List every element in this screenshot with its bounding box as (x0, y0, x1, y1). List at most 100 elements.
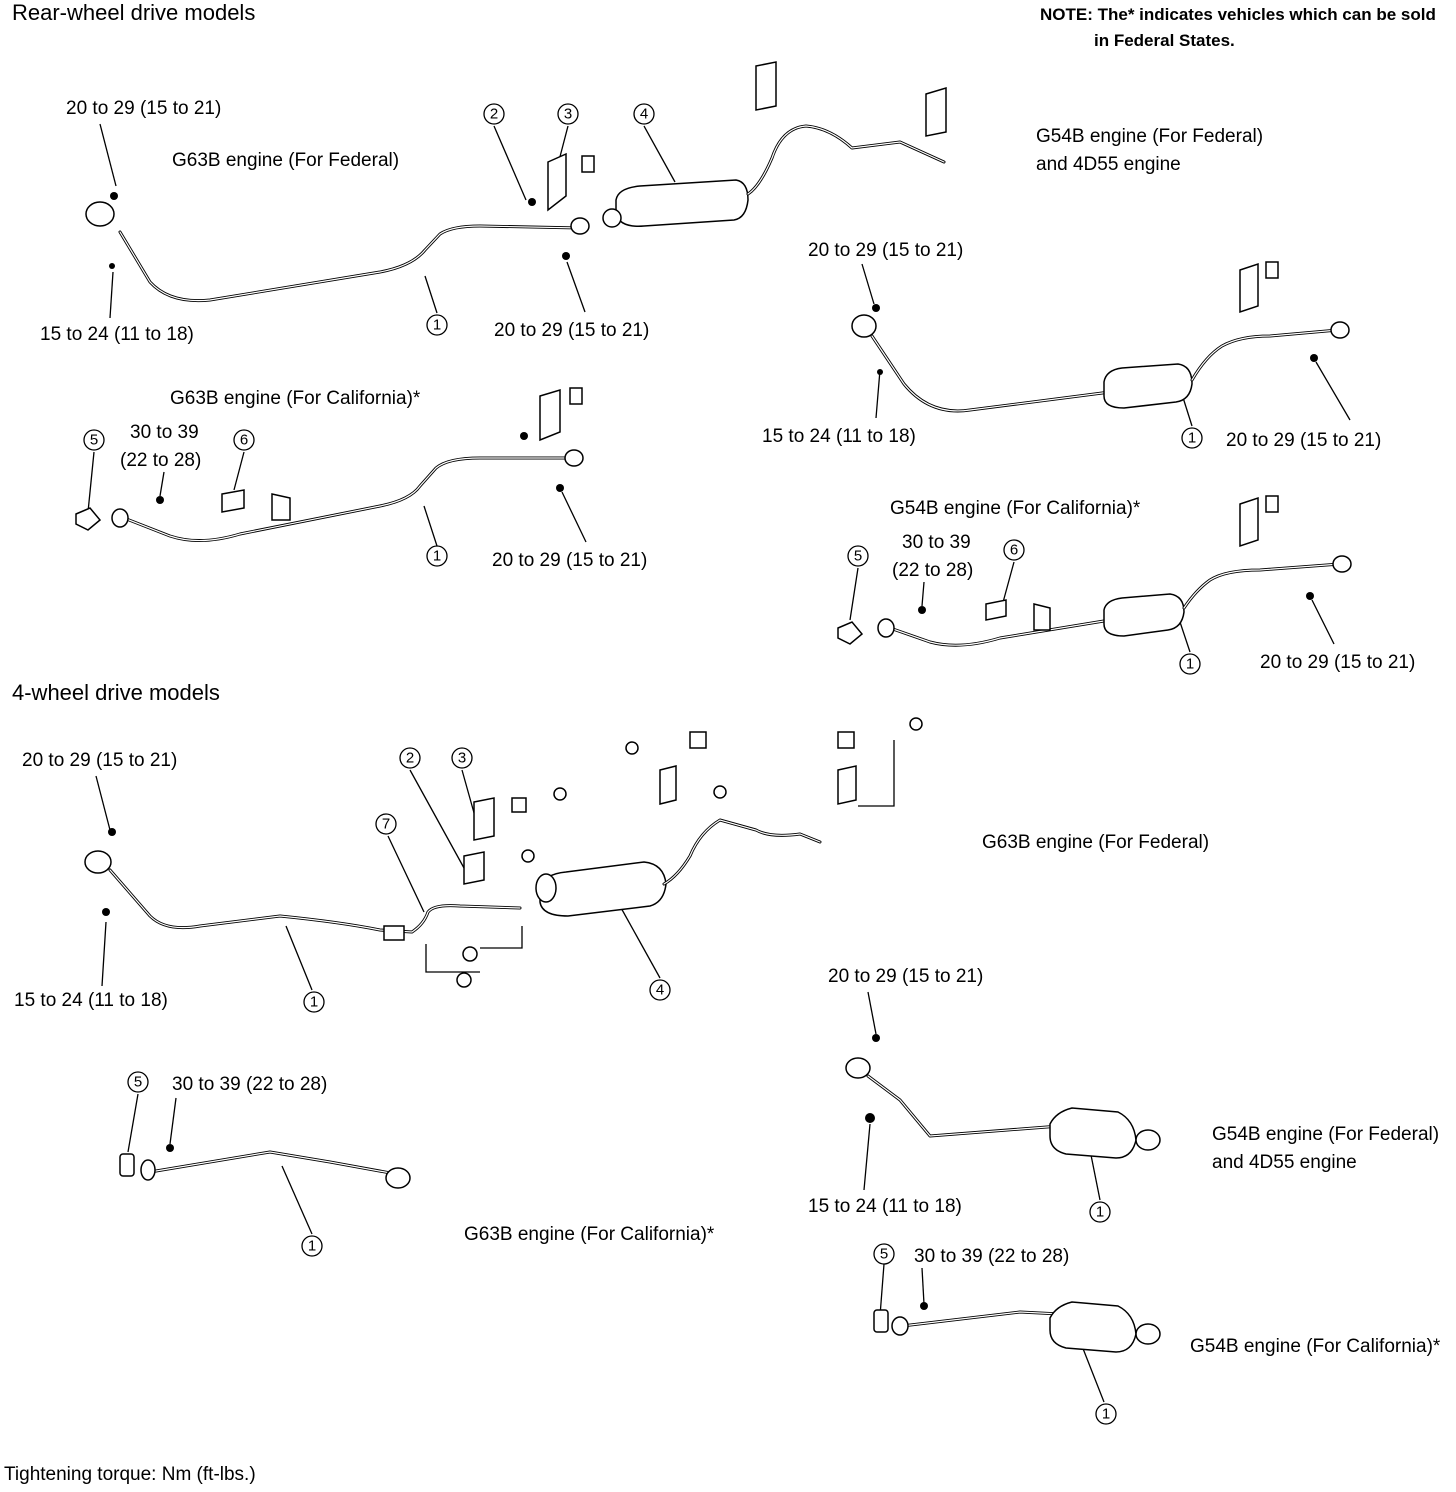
bolt-icon (625, 741, 639, 755)
bolt-icon (562, 252, 570, 260)
front-pipe-highlight (889, 619, 1111, 646)
torque-label: 15 to 24 (11 to 18) (40, 324, 194, 345)
part-number-circle (873, 1243, 895, 1265)
leader-line (169, 1097, 177, 1145)
front-pipe (118, 224, 582, 303)
engine-label: G63B engine (For Federal) (172, 150, 399, 171)
flange (851, 314, 877, 338)
part-number: 1 (433, 548, 441, 565)
hanger-bracket (1239, 262, 1259, 314)
4wd-g54b-california-assembly: G54B engine (For California)* 30 to 39 (… (873, 1243, 1441, 1425)
hanger-bracket (1239, 496, 1259, 548)
tail-hanger-bracket (925, 86, 947, 137)
leader-line (1089, 1149, 1101, 1201)
heat-protector (985, 599, 1007, 621)
leader-line (1179, 621, 1191, 653)
rwd-g54b-california-assembly: G54B engine (For California)* 30 to 39 (… (837, 495, 1415, 675)
bolt-icon (556, 484, 564, 492)
part-number: 5 (880, 1246, 888, 1263)
bolt-icon (1306, 592, 1314, 600)
flange (845, 1057, 871, 1079)
front-pipe-highlight (119, 225, 581, 302)
part-number: 1 (1096, 1204, 1104, 1221)
part-number: 1 (1186, 656, 1194, 673)
torque-label: 20 to 29 (15 to 21) (828, 966, 983, 987)
part-number-circle (83, 429, 105, 451)
bolt-icon (456, 972, 472, 988)
leader-line (861, 263, 875, 305)
part-number: 3 (564, 106, 572, 123)
rubber-hanger (511, 797, 527, 813)
tail-pipe (746, 124, 946, 196)
torque-label: 15 to 24 (11 to 18) (14, 990, 168, 1011)
leader-line (863, 1123, 871, 1191)
bolt-icon (553, 787, 567, 801)
tail-pipe (1182, 562, 1342, 610)
part-number: 4 (656, 982, 664, 999)
torque-label: 20 to 29 (15 to 21) (22, 750, 177, 771)
bolt-icon (462, 946, 478, 962)
part-number: 5 (134, 1074, 142, 1091)
torque-label: (22 to 28) (892, 560, 973, 581)
front-pipe (866, 1074, 1062, 1138)
flange (111, 508, 129, 528)
pipe-end-flange (385, 1167, 411, 1189)
torque-label: 15 to 24 (11 to 18) (808, 1196, 962, 1217)
gasket (837, 621, 864, 645)
muffler-inlet (535, 873, 557, 903)
tail-pipe (662, 818, 822, 886)
gasket (75, 507, 102, 531)
part-number-circle (847, 545, 869, 567)
part-number-circle (426, 545, 448, 567)
tail-pipe-highlight (747, 125, 945, 195)
leader-line (424, 275, 438, 314)
gasket (119, 1153, 135, 1177)
part-number-circle (375, 813, 397, 835)
torque-label: 30 to 39 (22 to 28) (172, 1074, 327, 1095)
engine-label: G63B engine (For Federal) (982, 832, 1209, 853)
torque-label: 20 to 29 (15 to 21) (492, 550, 647, 571)
tail-hanger-bracket (659, 765, 677, 805)
leader-line (480, 926, 523, 949)
leader-line (867, 991, 877, 1035)
torque-label: 30 to 39 (130, 422, 199, 443)
engine-label: and 4D55 engine (1212, 1152, 1357, 1173)
engine-label: G54B engine (For Federal) (1036, 126, 1263, 147)
torque-label: 30 to 39 (22 to 28) (914, 1246, 1069, 1267)
nut-icon (528, 198, 536, 206)
leader-line (87, 451, 95, 513)
torque-label: 30 to 39 (902, 532, 971, 553)
part-number: 1 (310, 994, 318, 1011)
leader-line (95, 775, 111, 831)
part-number-circle (303, 991, 325, 1013)
pipe-end-flange (1330, 321, 1350, 339)
note-line-2: in Federal States. (1094, 31, 1235, 50)
tail-pipe-highlight (663, 819, 821, 885)
front-pipe-highlight (123, 457, 571, 542)
leader-line (281, 1165, 313, 1235)
part-number: 1 (433, 317, 441, 334)
muffler (1103, 593, 1185, 637)
leader-line (127, 1093, 139, 1153)
leader-line (1081, 1345, 1105, 1403)
leader-line (879, 1263, 885, 1317)
engine-label: and 4D55 engine (1036, 154, 1181, 175)
part-number-circle (1089, 1201, 1111, 1223)
nut-icon (877, 369, 883, 375)
leader-line (858, 740, 895, 807)
tail-outlet (1135, 1129, 1161, 1151)
flange (140, 1159, 156, 1181)
part-number-circle (233, 429, 255, 451)
leader-line (233, 451, 245, 491)
hanger-bracket (547, 152, 567, 212)
part-number: 2 (406, 750, 414, 767)
part-number-circle (1179, 653, 1201, 675)
heat-protector (221, 489, 245, 513)
pipe-end-flange (570, 217, 590, 235)
leader-line (921, 581, 925, 607)
leader-line (109, 271, 114, 319)
part-number-circle (399, 747, 421, 769)
nut-icon (110, 192, 118, 200)
leader-line (101, 921, 107, 987)
nut-icon (920, 1302, 928, 1310)
